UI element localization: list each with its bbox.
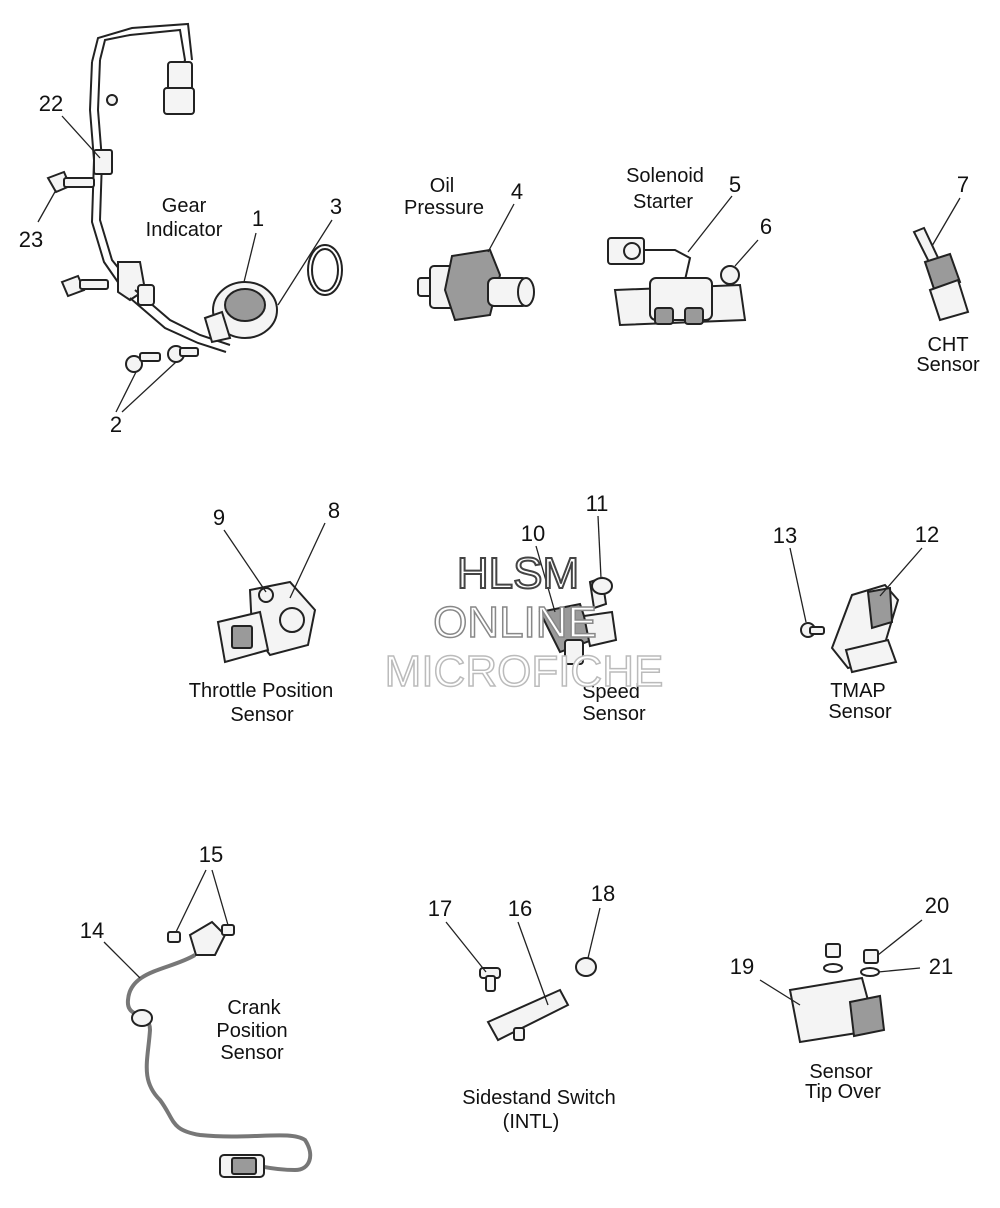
callout-15: 15 [199, 842, 223, 867]
speed-sensor [538, 576, 618, 665]
callout-3: 3 [330, 194, 342, 219]
callout-21: 21 [929, 954, 953, 979]
callout-4: 4 [511, 179, 523, 204]
solenoid-starter-label-line1: Solenoid [626, 165, 704, 187]
crank-position-sensor-label-line1: Crank [227, 997, 281, 1019]
callout-6: 6 [760, 214, 772, 239]
callout-12: 12 [915, 522, 939, 547]
callout-11: 11 [586, 491, 609, 516]
oil-pressure-label-line1: Oil [430, 175, 454, 197]
sidestand-switch-label-line1: Sidestand Switch [462, 1087, 615, 1109]
tip-over-sensor [788, 943, 886, 1044]
callout-2: 2 [110, 412, 122, 437]
speed-sensor-label-line2: Sensor [582, 703, 646, 725]
callout-10: 10 [521, 521, 545, 546]
speed-sensor-label-line1: Speed [582, 681, 640, 703]
callout-7: 7 [957, 172, 969, 197]
solenoid-starter-label-line2: Starter [633, 191, 693, 213]
callout-16: 16 [508, 896, 532, 921]
sidestand-switch [479, 957, 597, 1042]
cht-sensor-label-line1: CHT [927, 334, 968, 356]
callout-18: 18 [591, 881, 615, 906]
callout-19: 19 [730, 954, 754, 979]
watermark-line2: ONLINE [433, 598, 597, 647]
throttle-position-sensor-label-line2: Sensor [230, 704, 294, 726]
starter-solenoid [607, 237, 747, 327]
callout-numbers: 1 2 3 4 5 6 7 8 9 10 11 12 13 14 15 16 1… [19, 91, 969, 979]
tmap-sensor [800, 583, 900, 674]
leader-lines [37, 115, 961, 1006]
sidestand-switch-label-line2: (INTL) [503, 1111, 560, 1133]
gear-indicator-label-line2: Indicator [146, 219, 223, 241]
gear-indicator-label-line1: Gear [162, 195, 207, 217]
oil-pressure-label-line2: Pressure [404, 197, 484, 219]
callout-14: 14 [80, 918, 104, 943]
sensor-tip-over-label-line2: Tip Over [805, 1081, 881, 1103]
crank-position-sensor [125, 920, 313, 1178]
callout-22: 22 [39, 91, 63, 116]
oil-pressure-switch [417, 248, 535, 322]
sensor-tip-over-label-line1: Sensor [809, 1061, 873, 1083]
crank-position-sensor-label-line3: Sensor [220, 1042, 284, 1064]
crank-position-sensor-label-line2: Position [216, 1020, 287, 1042]
watermark-line1: HLSM [457, 549, 579, 598]
callout-23: 23 [19, 227, 43, 252]
watermark: HLSM ONLINE MICROFICHE [384, 548, 664, 697]
callout-9: 9 [213, 505, 225, 530]
callout-8: 8 [328, 498, 340, 523]
callout-5: 5 [729, 172, 741, 197]
callout-20: 20 [925, 893, 949, 918]
throttle-position-sensor-label-line1: Throttle Position [189, 680, 334, 702]
callout-1: 1 [252, 206, 264, 231]
gear-indicator-assembly [46, 22, 343, 373]
throttle-position-sensor [216, 580, 317, 664]
tmap-sensor-label-line1: TMAP [830, 680, 886, 702]
cht-sensor-label-line2: Sensor [916, 354, 980, 376]
cht-sensor [912, 226, 970, 322]
callout-13: 13 [773, 523, 797, 548]
callout-17: 17 [428, 896, 452, 921]
watermark-line3: MICROFICHE [385, 647, 664, 696]
tmap-sensor-label-line2: Sensor [828, 701, 892, 723]
